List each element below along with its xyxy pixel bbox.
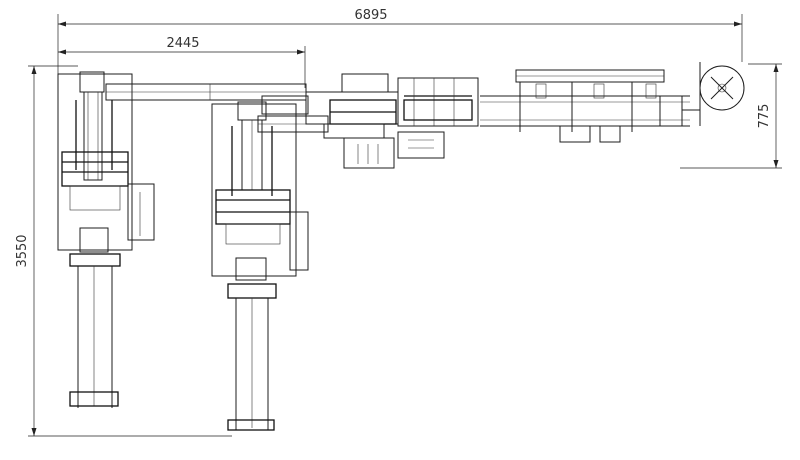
middle-machine-unit (211, 101, 309, 431)
right-height-label: 775 (757, 104, 772, 129)
dimension-right-height: 775 (680, 63, 782, 169)
right-conveyor-line (480, 69, 700, 143)
middle-upper-connector (257, 88, 329, 133)
dimension-partial-width: 2445 (58, 36, 306, 88)
overall-height-label: 3550 (15, 234, 30, 267)
dimension-overall-width: 6895 (57, 8, 743, 78)
upper-connecting-conveyor (105, 83, 307, 101)
left-machine-unit (57, 71, 155, 408)
overall-width-label: 6895 (354, 8, 387, 23)
dimension-overall-height: 3550 (15, 65, 232, 437)
main-conveyor-section (305, 73, 479, 169)
partial-width-label: 2445 (166, 36, 199, 51)
reel-wheel (699, 62, 745, 126)
